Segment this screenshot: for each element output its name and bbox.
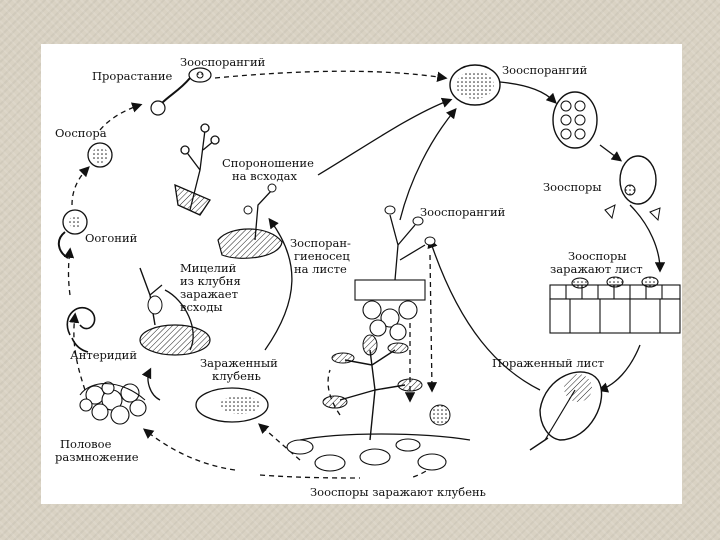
label-germination: Прорастание (92, 70, 172, 82)
leaf-cross-section (550, 277, 680, 333)
label-zoosporangium-middle: Зооспорангий (420, 206, 505, 218)
label-zoospores: Зооспоры (543, 181, 602, 193)
label-oogonium: Оогоний (85, 232, 137, 244)
label-mycelium-line2: из клубня (180, 275, 241, 287)
label-zoosporangium-top-left: Зооспорангий (180, 56, 265, 68)
label-zoosporangium-top-right: Зооспорангий (502, 64, 587, 76)
label-mycelium-line4: всходы (180, 301, 223, 313)
potato-plant-illustration (287, 335, 470, 471)
oogonium-illustration (59, 210, 87, 258)
label-infected-tuber-line1: Зараженный (200, 357, 278, 369)
label-sporulation-line2: на всходах (232, 170, 297, 182)
zoosporangium-zoospores (553, 92, 660, 220)
seedling-sporulation-illustration (175, 124, 219, 215)
label-zoospores-infect-leaf-line1: Зооспоры (568, 250, 627, 262)
affected-leaf-illustration (530, 372, 602, 450)
label-sporangiophore-line3: на листе (294, 263, 347, 275)
label-infected-tuber-line2: клубень (212, 370, 261, 382)
seedling-leaf-illustration (218, 184, 282, 258)
label-mycelium-line1: Мицелий (180, 262, 236, 274)
label-oospore: Ооспора (55, 127, 107, 139)
label-sporangiophore-line1: Зоспоран- (290, 237, 351, 249)
label-sporangiophore-line2: гиеносец (294, 250, 350, 262)
label-affected-leaf: Пораженный лист (492, 357, 604, 369)
label-mycelium-line3: заражает (180, 288, 238, 300)
zoosporangium-large (450, 65, 500, 105)
label-sexual-reproduction-line2: размножение (55, 451, 139, 463)
sporangiophore-illustration (355, 206, 435, 340)
label-antheridium: Антеридий (70, 349, 137, 361)
label-zoospores-infect-leaf-line2: заражают лист (550, 263, 643, 275)
sexual-reproduction-cluster (80, 382, 146, 424)
oospore-illustration (88, 143, 112, 167)
label-sexual-reproduction-line1: Половое (60, 438, 111, 450)
label-zoospores-infect-tuber: Зооспоры заражают клубень (310, 486, 486, 498)
antheridium-illustration (67, 308, 94, 352)
infected-tuber-illustration (196, 388, 268, 422)
label-sporulation-line1: Спороношение (222, 157, 314, 169)
